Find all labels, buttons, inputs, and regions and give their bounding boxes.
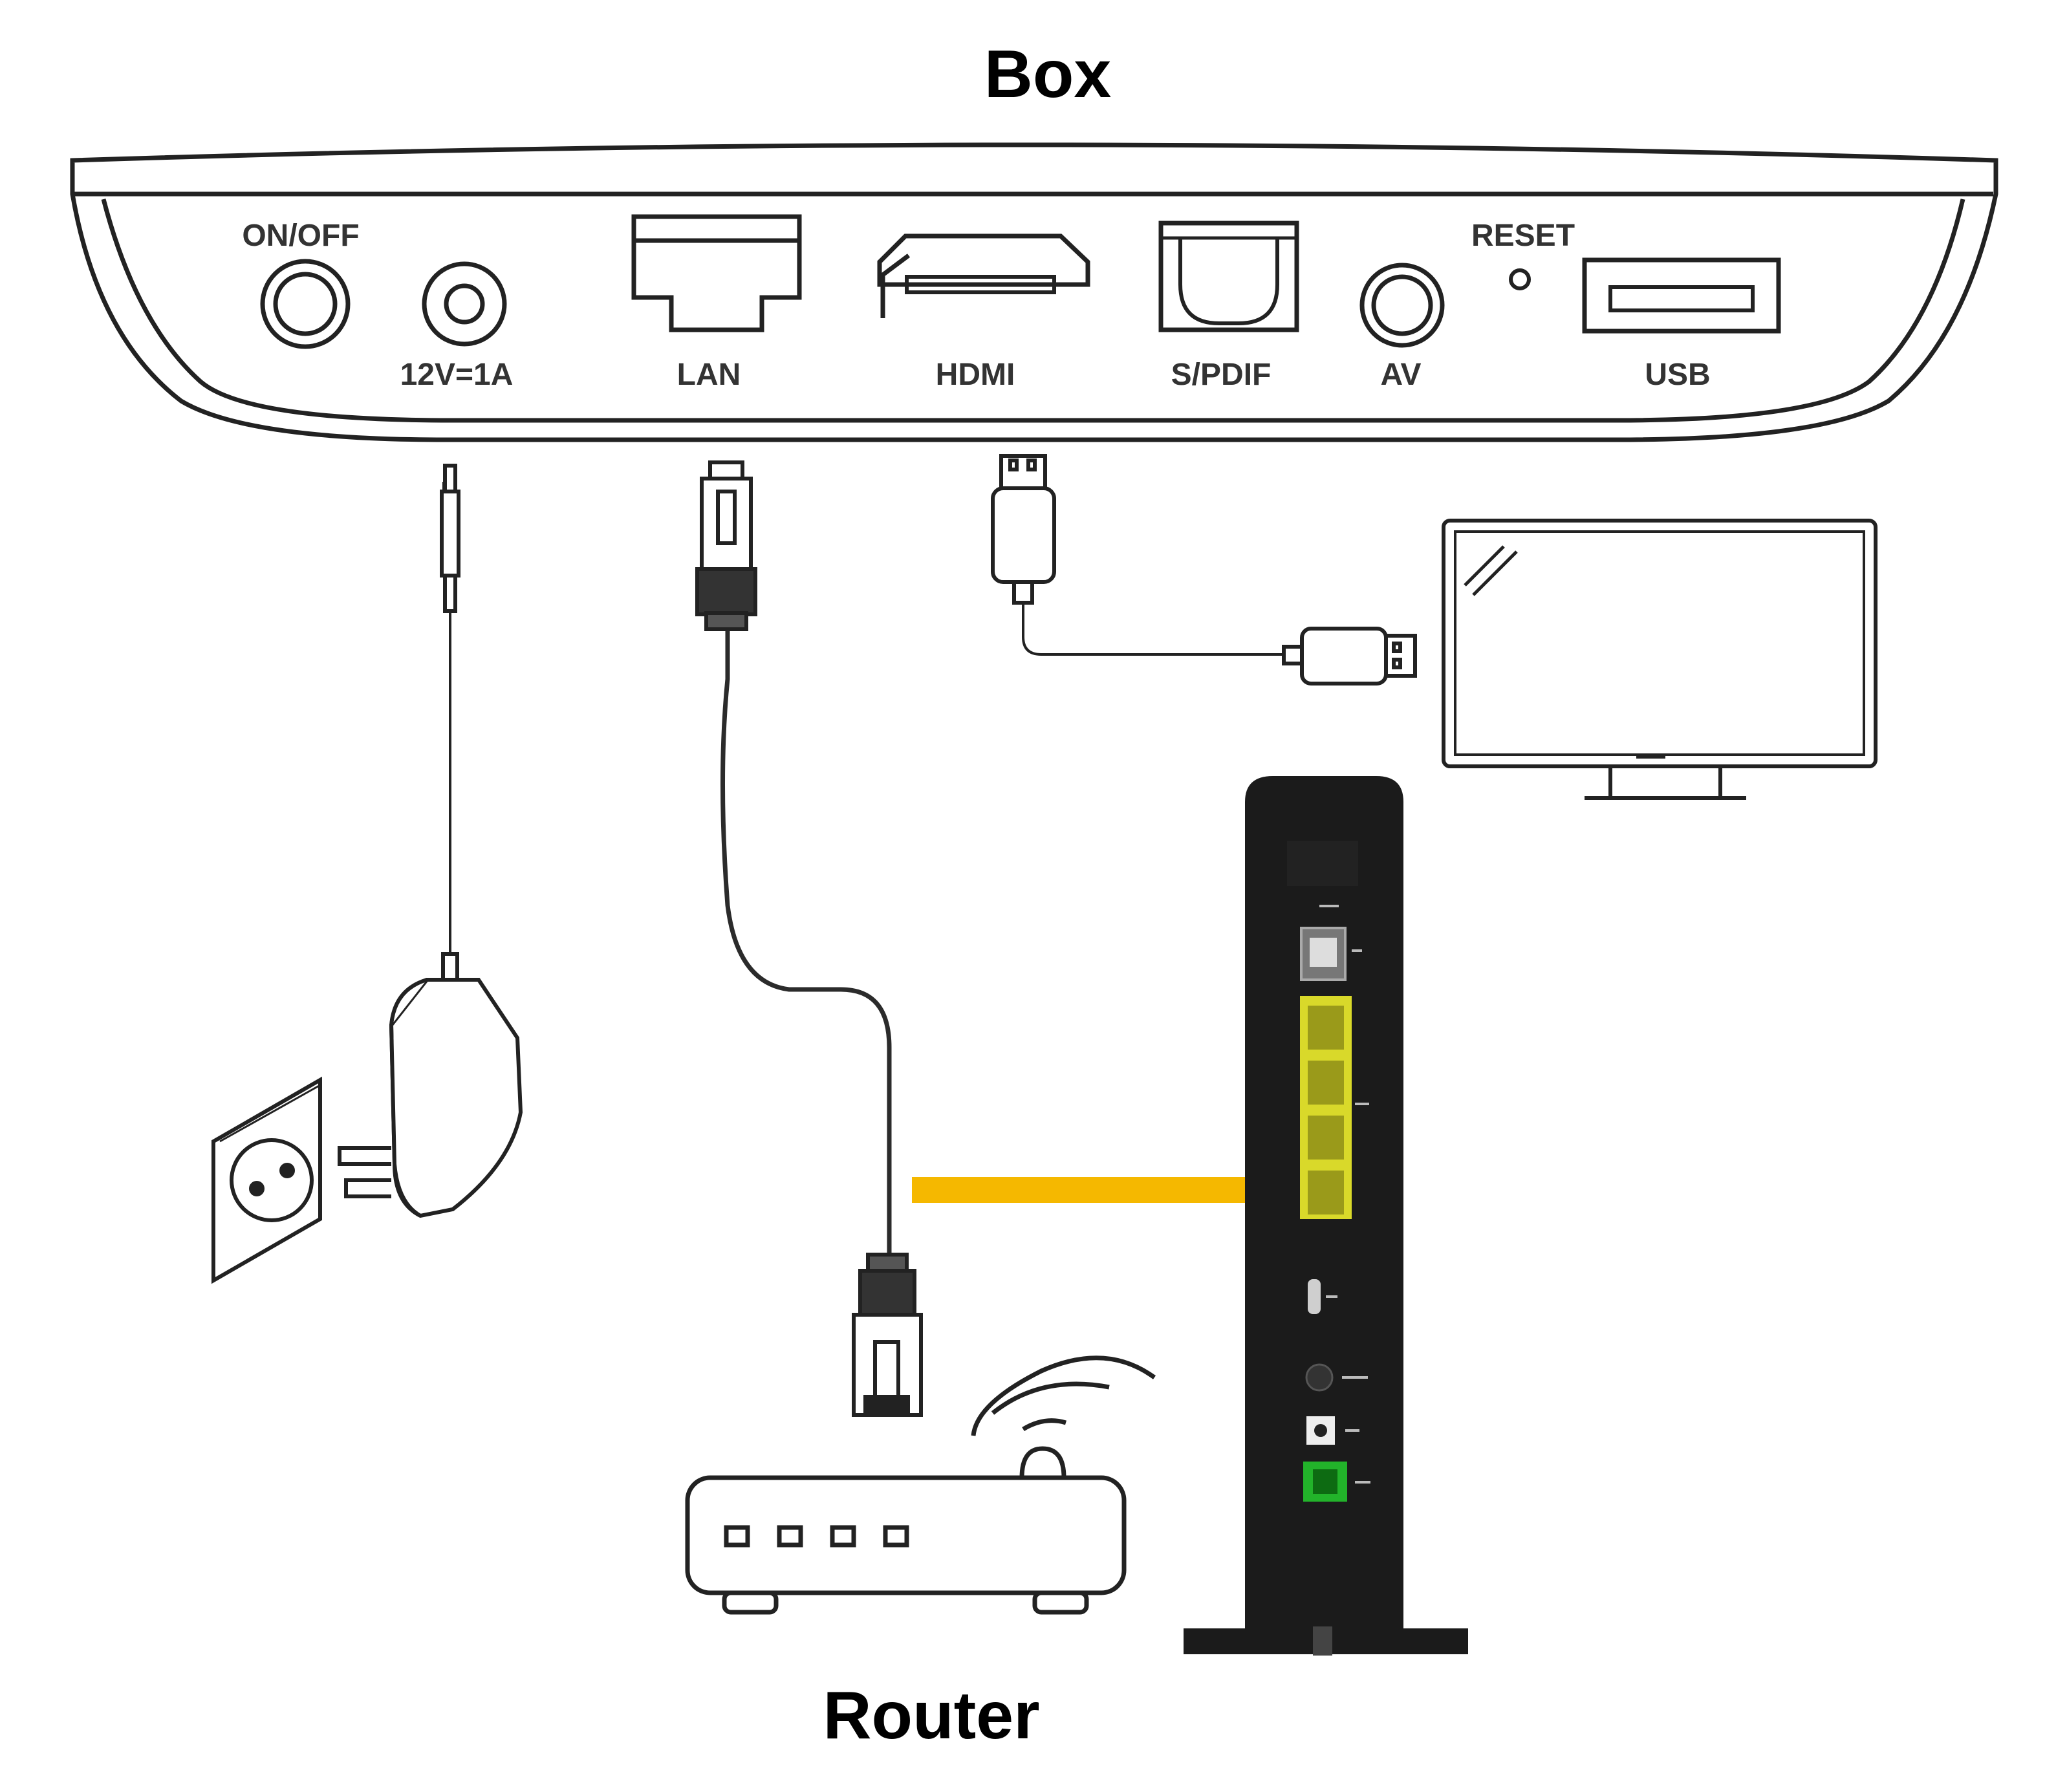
reset-label: RESET	[1471, 219, 1575, 253]
wifi-router-icon	[685, 1355, 1156, 1615]
power-adapter-icon	[338, 952, 523, 1218]
power-label: 12V=1A	[400, 358, 514, 392]
arrow-to-lan-port	[912, 1154, 1297, 1225]
ethernet-cable	[695, 460, 923, 1417]
router-lan-ports	[1300, 996, 1352, 1219]
ethernet-wire	[720, 631, 892, 1255]
ethernet-plug-bottom	[852, 1253, 923, 1417]
av-label: AV	[1380, 358, 1421, 392]
hdmi-cable	[991, 454, 1417, 685]
on-off-label: ON/OFF	[242, 219, 359, 253]
lan-label: LAN	[677, 358, 741, 392]
usb-label: USB	[1645, 358, 1710, 392]
router-device	[1184, 776, 1468, 1656]
ethernet-plug-top	[695, 460, 757, 631]
spdif-label: S/PDIF	[1171, 358, 1272, 392]
router-title: Router	[823, 1678, 1040, 1753]
box-port-labels: ON/OFF 12V=1A LAN HDMI S/PDIF AV RESET U…	[242, 219, 1710, 392]
hdmi-label: HDMI	[936, 358, 1015, 392]
power-socket-icon	[211, 1076, 322, 1284]
tv-icon	[1442, 519, 1878, 800]
power-cable	[440, 464, 460, 954]
box-title: Box	[984, 37, 1112, 112]
box-device	[70, 142, 1998, 442]
